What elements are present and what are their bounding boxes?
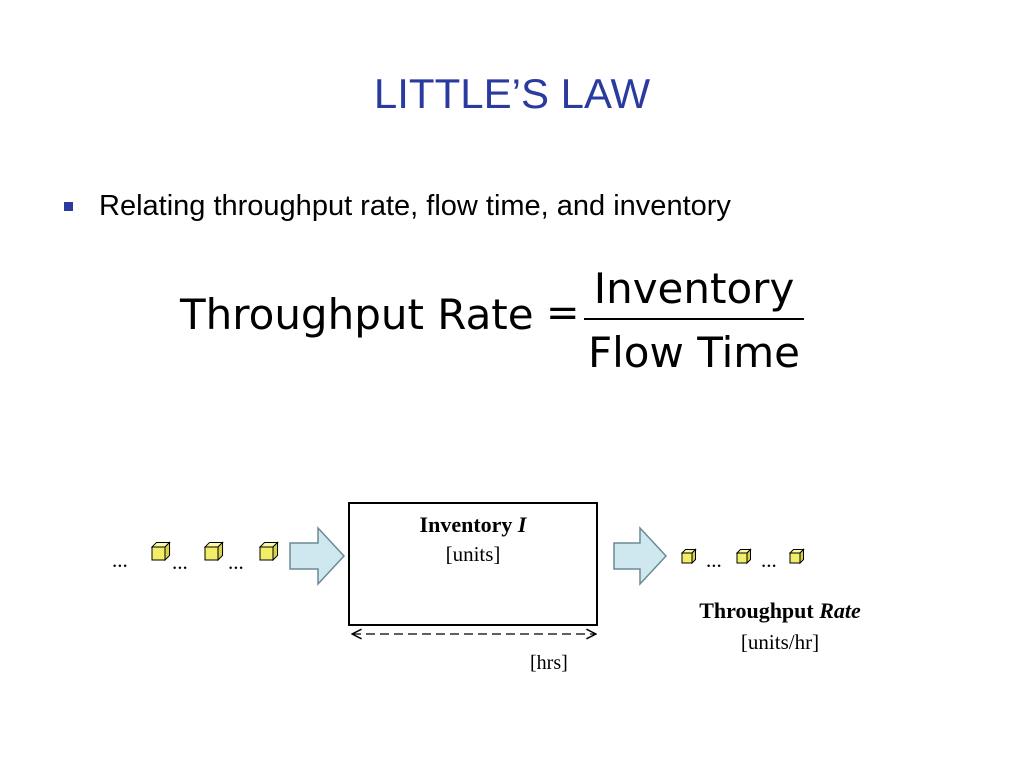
inventory-label: Inventory I: [348, 512, 598, 538]
output-arrow-icon: [613, 526, 668, 586]
ellipsis-in-3: ...: [228, 550, 244, 574]
formula-lhs: Throughput Rate: [180, 290, 534, 339]
fraction-bar: [584, 318, 804, 320]
inventory-label-text: Inventory: [419, 512, 513, 537]
inventory-box: [348, 502, 598, 626]
bullet-item: Relating throughput rate, flow time, and…: [64, 190, 731, 223]
inventory-symbol: I: [517, 512, 527, 537]
inventory-units: [units]: [445, 542, 501, 566]
ellipsis-in-2: ...: [172, 550, 188, 574]
ellipsis-in-1: ...: [112, 548, 128, 572]
formula-fraction: Inventory Flow Time: [584, 262, 804, 380]
cube-icon: [788, 548, 805, 565]
cube-icon: [258, 541, 279, 562]
ellipsis-out-2: ...: [761, 548, 777, 572]
slide-title: LITTLE’S LAW: [373, 70, 651, 117]
cube-icon: [203, 541, 224, 562]
bullet-marker-icon: [64, 202, 73, 211]
throughput-symbol: Rate: [819, 598, 861, 623]
cube-icon: [735, 548, 752, 565]
throughput-label: Throughput Rate: [640, 598, 920, 624]
formula-numerator: Inventory: [593, 264, 795, 313]
flow-time-units: [hrs]: [530, 652, 568, 674]
formula-equals: =: [546, 290, 580, 336]
bullet-text: Relating throughput rate, flow time, and…: [99, 190, 731, 222]
throughput-units: [units/hr]: [740, 630, 820, 654]
throughput-label-text: Throughput: [699, 598, 814, 623]
cube-icon: [150, 541, 171, 562]
cube-icon: [680, 548, 697, 565]
formula-denominator: Flow Time: [587, 328, 800, 377]
input-arrow-icon: [289, 526, 346, 586]
ellipsis-out-1: ...: [706, 548, 722, 572]
